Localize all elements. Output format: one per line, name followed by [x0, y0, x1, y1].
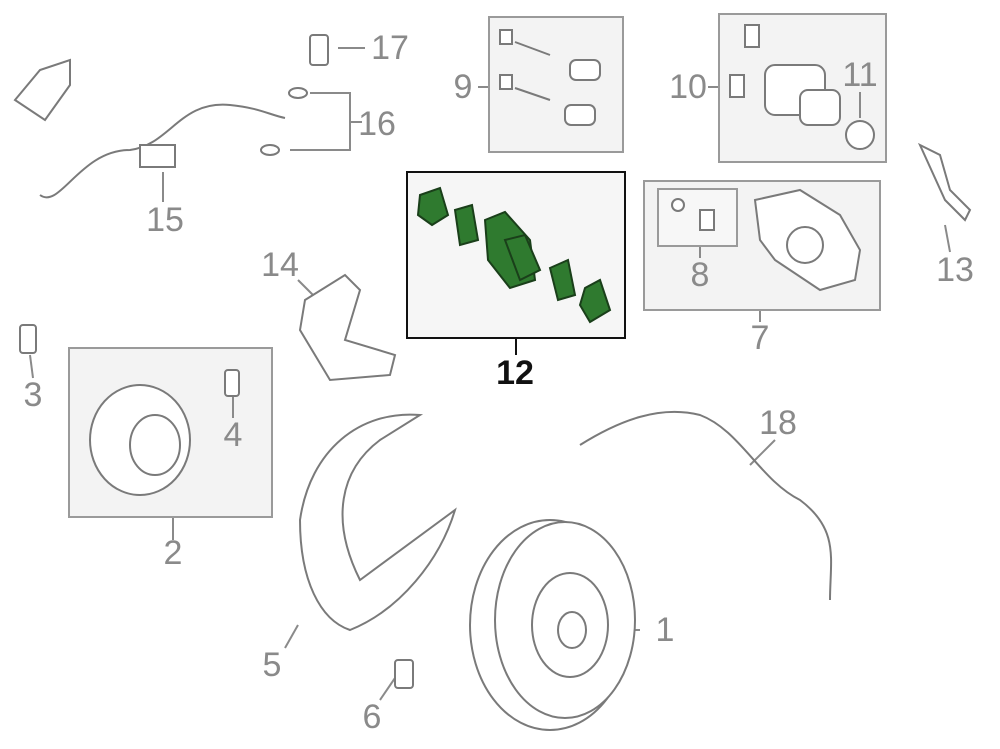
callout-1[interactable]: 1: [655, 611, 675, 649]
caliper-bracket: [298, 273, 397, 382]
callout-10[interactable]: 10: [669, 68, 707, 106]
callout-18[interactable]: 18: [759, 404, 797, 442]
bolt-17: [309, 34, 329, 66]
callout-5[interactable]: 5: [262, 646, 282, 684]
callout-4[interactable]: 4: [223, 416, 243, 454]
leader-13: [944, 224, 951, 253]
callout-15[interactable]: 15: [146, 201, 184, 239]
washer-16b: [260, 144, 280, 156]
pad-clip-2: [453, 203, 480, 247]
callout-3[interactable]: 3: [23, 376, 43, 414]
abs-sensor-15: [39, 103, 286, 199]
brake-pads: [416, 186, 612, 324]
stud-4: [224, 369, 240, 397]
clip-13: [917, 142, 972, 222]
callout-9[interactable]: 9: [453, 68, 473, 106]
callout-12[interactable]: 12: [496, 354, 534, 392]
part-box-8[interactable]: [657, 188, 738, 247]
callout-16[interactable]: 16: [358, 105, 396, 143]
bolt-3: [19, 324, 37, 354]
leader-5: [284, 624, 299, 649]
callout-2[interactable]: 2: [163, 534, 183, 572]
o-ring-11: [845, 120, 875, 150]
abs-sensor-18: [579, 410, 833, 601]
callout-11[interactable]: 11: [842, 56, 878, 94]
callout-8[interactable]: 8: [690, 256, 710, 294]
washer-16a: [288, 87, 308, 99]
leader-3: [29, 354, 34, 379]
callout-7[interactable]: 7: [750, 319, 770, 357]
callout-17[interactable]: 17: [371, 29, 409, 67]
callout-14[interactable]: 14: [261, 246, 299, 284]
bolt-6: [394, 659, 414, 689]
callout-6[interactable]: 6: [362, 698, 382, 736]
callout-13[interactable]: 13: [936, 251, 974, 289]
leader-16: [290, 92, 351, 151]
pad-clip-3: [548, 258, 577, 302]
leader-6: [379, 677, 396, 701]
pad-clip-1: [416, 186, 450, 227]
splash-shield: [298, 413, 457, 632]
pad-clip-4: [578, 278, 612, 324]
